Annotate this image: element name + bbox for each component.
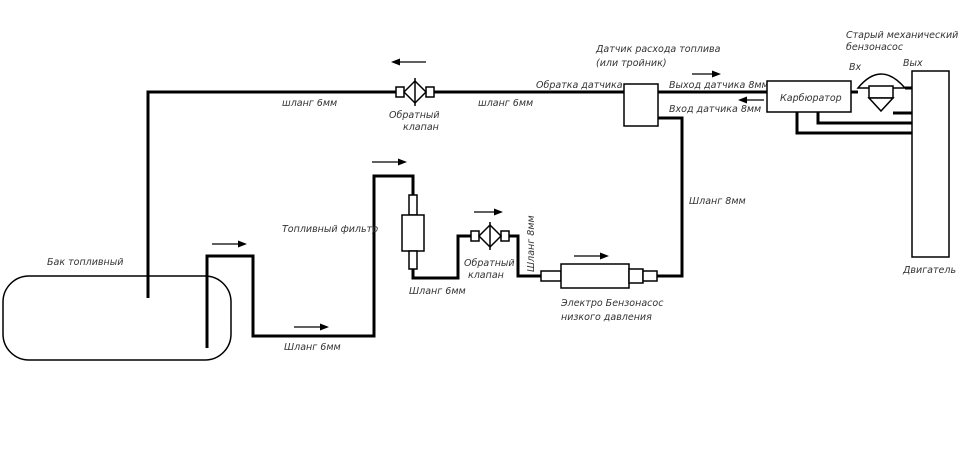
pump-to-sensor-line	[657, 116, 684, 278]
electric-pump	[540, 263, 658, 289]
engine-label: Двигатель	[902, 265, 956, 276]
electric-pump-label-1: Электро Бензонасос	[560, 298, 664, 309]
arrow-right-icon	[474, 208, 503, 216]
feed-line	[205, 174, 415, 348]
hose-label-vertical: Шланг 8мм	[526, 215, 537, 272]
return-line	[146, 90, 396, 298]
mechanical-pump	[851, 73, 912, 113]
arrow-right-icon	[294, 323, 329, 331]
check-valve-low-label-1: Обратный	[464, 258, 515, 269]
carburetor-label: Карбюратор	[780, 93, 842, 104]
arrow-left-icon	[391, 58, 426, 66]
check-valve-top-label-1: Обратный	[389, 110, 440, 121]
sensor-out-label: Выход датчика 8мм	[669, 80, 769, 91]
fuel-filter	[401, 194, 425, 270]
engine	[911, 70, 950, 258]
valve-to-pump-line	[509, 234, 541, 278]
carb-engine-link-1	[795, 112, 912, 135]
pump-in-label: Вх	[849, 62, 862, 73]
check-valve-top-label-2: клапан	[403, 122, 439, 133]
fuel-filter-label: Топливный фильтр	[282, 224, 378, 235]
electric-pump-label-2: низкого давления	[561, 312, 652, 323]
hose-label-top-left: шланг 6мм	[282, 98, 337, 109]
flow-sensor-label-1: Датчик расхода топлива	[595, 44, 721, 55]
check-valve-top	[395, 78, 435, 106]
hose-label-right: Шланг 8мм	[689, 196, 746, 207]
sensor-in-label: Вход датчика 8мм	[669, 104, 761, 115]
filter-to-valve-line	[411, 234, 471, 280]
arrow-right-icon	[212, 240, 247, 248]
check-valve-low-label-2: клапан	[468, 270, 504, 281]
return-sensor-label: Обратка датчика	[536, 80, 623, 91]
hose-label-top-right: шланг 6мм	[478, 98, 533, 109]
carburetor	[766, 80, 852, 113]
pump-out-label: Вых	[903, 58, 923, 69]
flow-sensor	[623, 83, 659, 127]
fuel-tank	[2, 275, 232, 361]
mech-pump-label-2: бензонасос	[846, 42, 904, 53]
mech-pump-label-1: Старый механический	[846, 30, 958, 41]
fuel-tank-label: Бак топливный	[47, 257, 123, 268]
arrow-right-icon	[692, 70, 721, 78]
carb-engine-link-2	[816, 112, 912, 125]
arrow-right-icon	[574, 252, 609, 260]
arrow-left-icon	[738, 96, 764, 104]
check-valve-low	[470, 222, 510, 250]
arrow-right-icon	[372, 158, 407, 166]
hose-label-bottom: Шланг 6мм	[284, 342, 341, 353]
hose-label-filter: Шланг 6мм	[409, 286, 466, 297]
flow-sensor-label-2: (или тройник)	[596, 58, 667, 69]
